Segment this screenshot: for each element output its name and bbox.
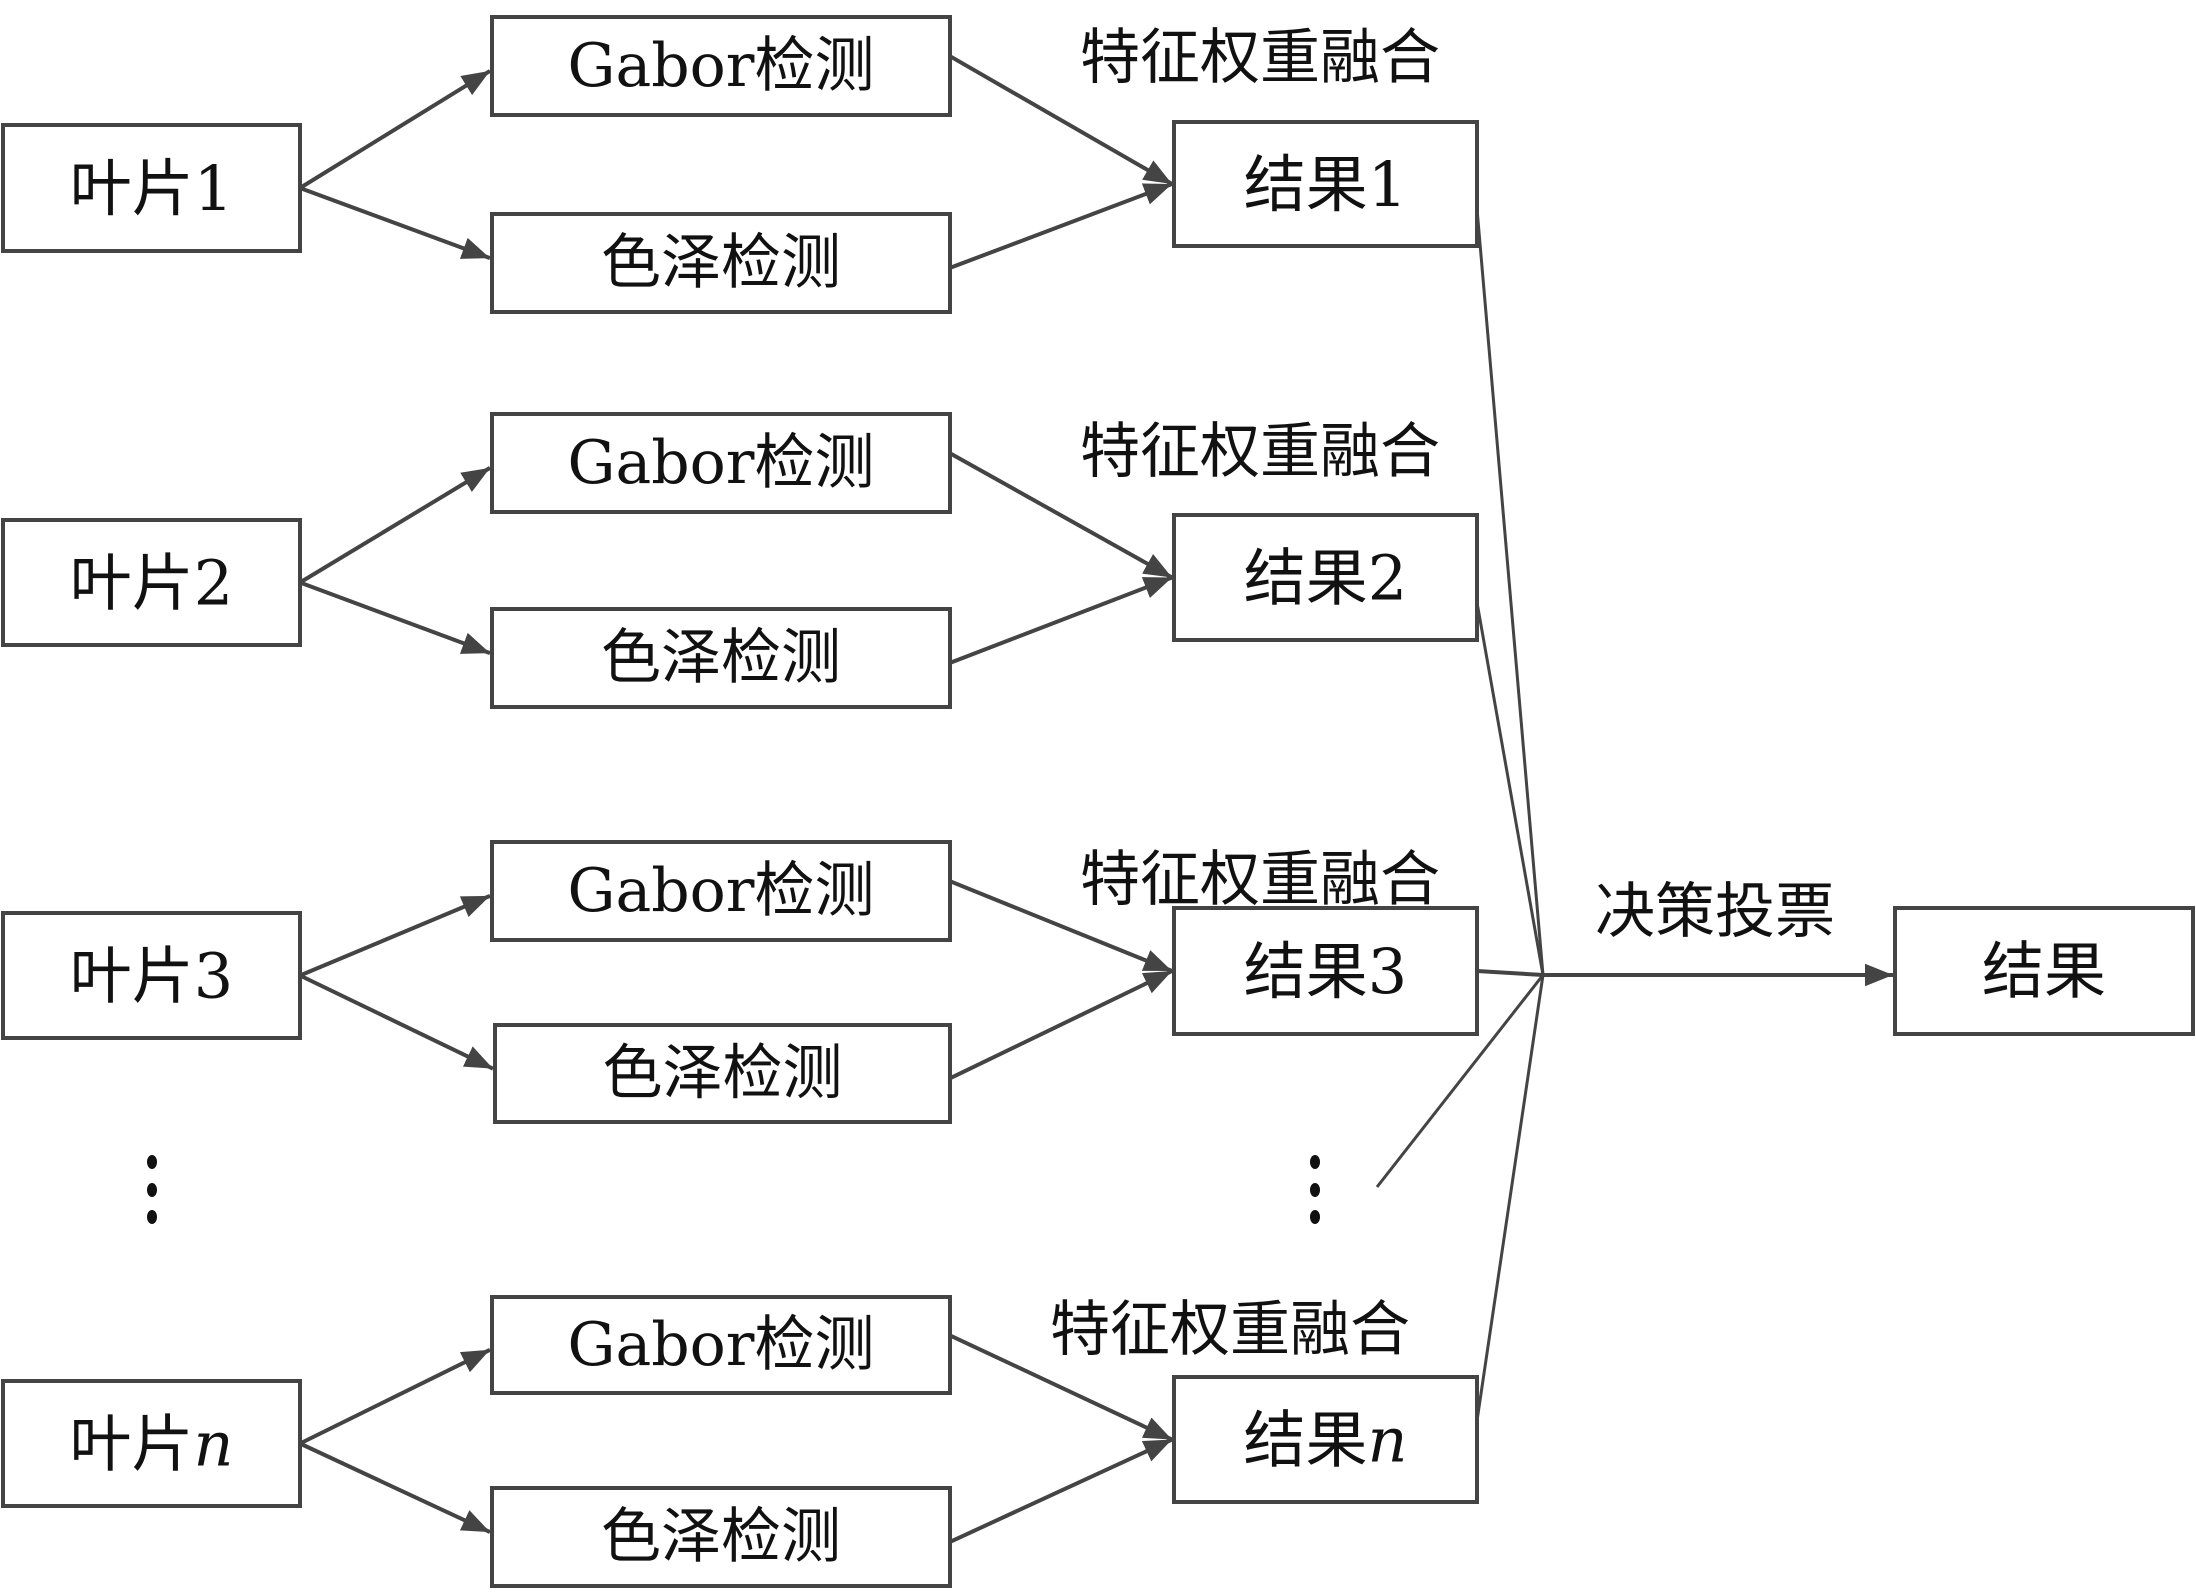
leaf-box: [1, 911, 302, 1040]
edge-leaf-to-color: [299, 973, 494, 1071]
ellipsis-dot: [1310, 1210, 1320, 1224]
color-detection-box: [490, 607, 952, 709]
gabor-detection-box: [490, 840, 952, 942]
leaf-label: 叶片n: [70, 1407, 234, 1480]
gabor-label-part: Gabor检测: [568, 1310, 875, 1380]
result-box: [1172, 120, 1479, 248]
vote-label: 决策投票: [1595, 877, 1835, 947]
edge-color-to-result: [949, 1437, 1173, 1544]
color-detection-box: [490, 1486, 952, 1588]
ellipsis-dot: [147, 1210, 157, 1224]
edge-leaf-to-gabor: [298, 466, 492, 585]
edge-leaf-to-gabor: [299, 894, 491, 978]
gabor-detection-box: [490, 1295, 952, 1395]
edge-leaf-to-gabor: [299, 1348, 491, 1446]
leaf-label-part: 叶片: [70, 1407, 194, 1480]
ellipsis-dot: [147, 1155, 157, 1169]
edge-color-to-result: [949, 969, 1173, 1081]
final-result-box: [1893, 906, 2195, 1036]
gabor-label-part: Gabor检测: [568, 856, 875, 926]
leaf-box: [1, 518, 302, 647]
gabor-label: Gabor检测: [568, 856, 875, 926]
result-box: [1172, 906, 1479, 1036]
leaf-label-part: 2: [194, 546, 233, 619]
leaf-label: 叶片3: [70, 939, 233, 1012]
gabor-detection-box: [490, 15, 952, 117]
color-label: 色泽检测: [603, 1039, 843, 1109]
edge-leaf-to-color: [299, 1441, 491, 1534]
color-detection-box: [493, 1023, 952, 1124]
fusion-label: 特征权重融合: [1080, 23, 1440, 93]
edge-color-to-result: [949, 575, 1173, 665]
result-label-part: 结果: [1244, 541, 1368, 614]
leaf-box: [1, 1379, 302, 1508]
gabor-label-part: Gabor检测: [568, 428, 875, 498]
edge-result-to-vote: [1475, 974, 1545, 1421]
edge-leaf-to-gabor: [298, 69, 492, 190]
edge-gabor-to-result: [949, 451, 1173, 580]
result-label-part: 结果: [1244, 935, 1368, 1008]
ellipsis-dot: [1310, 1155, 1320, 1169]
ellipsis-dot: [1310, 1183, 1320, 1197]
gabor-label: Gabor检测: [568, 31, 875, 101]
edge-leaf-to-color: [299, 580, 491, 655]
leaf-label-part: 叶片: [70, 152, 194, 225]
leaf-label: 叶片1: [70, 152, 233, 225]
leaf-label-part: n: [194, 1407, 234, 1480]
leaf-label: 叶片2: [70, 546, 233, 619]
result-ellipsis-icon: [1310, 1155, 1320, 1224]
edge-gabor-to-result: [949, 1333, 1173, 1442]
gabor-detection-box: [490, 412, 952, 514]
result-label-part: 1: [1368, 148, 1407, 221]
leaf-label-part: 1: [194, 152, 233, 225]
final-result-label: 结果: [1982, 935, 2106, 1008]
edge-color-to-result: [949, 182, 1173, 270]
result-box: [1172, 1375, 1479, 1504]
color-label: 色泽检测: [601, 623, 841, 693]
color-detection-box: [490, 212, 952, 314]
edge-result-to-vote: [1475, 208, 1545, 976]
edge-ellipsis-to-vote: [1375, 974, 1545, 1188]
result-label-part: 2: [1368, 541, 1407, 614]
result-label-part: 结果: [1244, 148, 1368, 221]
gabor-label-part: Gabor检测: [568, 31, 875, 101]
result-label: 结果1: [1244, 148, 1407, 221]
leaf-label-part: 叶片: [70, 939, 194, 1012]
color-label: 色泽检测: [601, 1502, 841, 1572]
leaf-label-part: 叶片: [70, 546, 194, 619]
color-label: 色泽检测: [601, 228, 841, 298]
leaf-label-part: 3: [194, 939, 233, 1012]
color-label-part: 色泽检测: [601, 228, 841, 298]
ellipsis-dot: [147, 1183, 157, 1197]
fusion-label: 特征权重融合: [1050, 1295, 1410, 1365]
color-label-part: 色泽检测: [603, 1039, 843, 1109]
edge-result-to-vote: [1475, 602, 1545, 976]
leaf-box: [1, 123, 302, 253]
fusion-label: 特征权重融合: [1080, 845, 1440, 915]
result-label: 结果n: [1244, 1403, 1408, 1476]
result-label: 结果2: [1244, 541, 1407, 614]
leaf-ellipsis-icon: [147, 1155, 157, 1224]
result-label-part: n: [1368, 1403, 1408, 1476]
edge-result-to-vote: [1476, 969, 1544, 977]
gabor-label: Gabor检测: [568, 428, 875, 498]
edge-gabor-to-result: [949, 54, 1173, 186]
result-label-part: 3: [1368, 935, 1407, 1008]
edge-gabor-to-result: [949, 879, 1173, 973]
color-label-part: 色泽检测: [601, 623, 841, 693]
result-label-part: 结果: [1244, 1403, 1368, 1476]
color-label-part: 色泽检测: [601, 1502, 841, 1572]
result-label: 结果3: [1244, 935, 1407, 1008]
fusion-label: 特征权重融合: [1080, 417, 1440, 487]
edge-leaf-to-color: [299, 186, 491, 260]
gabor-label: Gabor检测: [568, 1310, 875, 1380]
result-box: [1172, 513, 1479, 642]
